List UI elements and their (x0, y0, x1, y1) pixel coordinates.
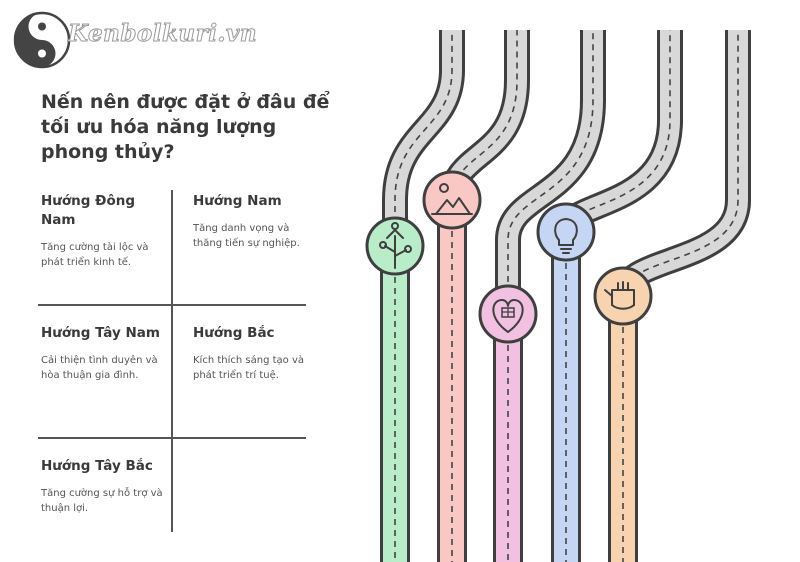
direction-card-southwest: Hướng Tây Nam Cải thiện tình duyên và hò… (41, 324, 165, 383)
mountain-icon (422, 170, 482, 230)
direction-description: Kích thích sáng tạo và phát triển trí tu… (193, 355, 304, 381)
direction-description: Cải thiện tình duyên và hòa thuận gia đì… (41, 355, 158, 381)
direction-title: Hướng Tây Nam (41, 325, 160, 341)
direction-description: Tăng danh vọng và thăng tiến sự nghiệp. (193, 223, 300, 249)
direction-description: Tăng cường tài lộc và phát triển kinh tế… (41, 242, 149, 268)
yin-yang-icon (13, 11, 71, 69)
logo-text: Kenbolkuri.vn (67, 20, 258, 48)
direction-title: Hướng Đông Nam (41, 193, 136, 228)
direction-card-southeast: Hướng Đông Nam Tăng cường tài lộc và phá… (41, 192, 165, 270)
tree-icon (365, 216, 425, 276)
grid-divider (171, 190, 173, 437)
grid-divider (171, 437, 173, 532)
direction-title: Hướng Nam (193, 193, 282, 209)
direction-icons (365, 170, 653, 344)
helping-hand-icon (593, 266, 653, 326)
page-title: Nến nên được đặt ở đâu để tối ưu hóa năn… (41, 91, 330, 163)
direction-card-south: Hướng Nam Tăng danh vọng và thăng tiến s… (193, 192, 317, 251)
lightbulb-icon (536, 202, 596, 262)
direction-title: Hướng Bắc (193, 325, 275, 341)
direction-title: Hướng Tây Bắc (41, 458, 153, 474)
logo: Kenbolkuri.vn (10, 8, 270, 72)
heart-icon (478, 284, 538, 344)
direction-description: Tăng cường sự hỗ trợ và thuận lợi. (41, 488, 163, 514)
directions-grid: Hướng Đông Nam Tăng cường tài lộc và phá… (38, 186, 306, 532)
roads-illustration (365, 30, 751, 562)
direction-card-north: Hướng Bắc Kích thích sáng tạo và phát tr… (193, 324, 317, 383)
colored-roads (380, 220, 638, 562)
direction-card-northwest: Hướng Tây Bắc Tăng cường sự hỗ trợ và th… (41, 457, 165, 516)
